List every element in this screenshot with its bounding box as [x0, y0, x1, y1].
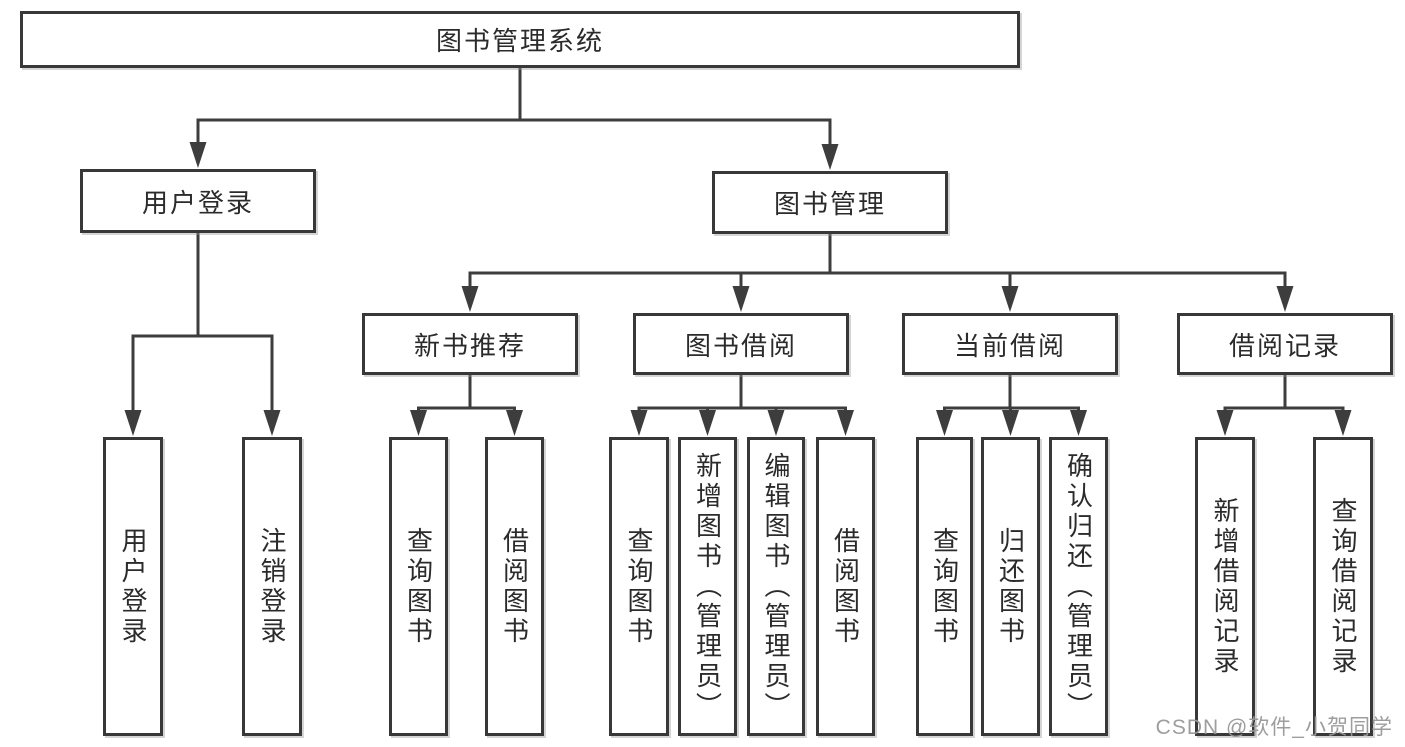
node-leaf-current-query-books: 查询图书 [916, 437, 973, 736]
node-label: 借阅记录 [1228, 330, 1341, 361]
node-label: 新增图书（管理员） [692, 451, 723, 722]
node-label: 新书推荐 [413, 330, 526, 361]
node-label: 图书管理 [773, 189, 886, 219]
node-label: 查询图书 [403, 526, 434, 647]
node-label: 新增借阅记录 [1210, 496, 1240, 677]
node-leaf-borrowing-query-books: 查询图书 [609, 437, 669, 736]
node-label: 查询图书 [929, 526, 960, 647]
node-label: 用户登录 [118, 526, 148, 647]
node-label: 当前借阅 [953, 330, 1066, 361]
node-label: 查询借阅记录 [1328, 496, 1358, 677]
node-label: 图书借阅 [684, 330, 797, 361]
node-leaf-records-add-record: 新增借阅记录 [1195, 437, 1255, 736]
node-borrow-records: 借阅记录 [1177, 313, 1393, 375]
node-label: 图书管理系统 [435, 26, 604, 56]
node-label: 借阅图书 [830, 526, 861, 647]
node-label: 用户登录 [141, 187, 254, 218]
node-label: 确认归还（管理员） [1063, 451, 1094, 722]
node-leaf-current-return-books: 归还图书 [981, 437, 1040, 736]
node-leaf-recommend-borrow-books: 借阅图书 [485, 437, 544, 736]
watermark: CSDN @软件_小贺同学 [1155, 716, 1393, 739]
node-label: 借阅图书 [499, 526, 530, 647]
node-leaf-borrowing-edit-books-admin: 编辑图书（管理员） [747, 437, 805, 736]
node-label: 编辑图书（管理员） [761, 451, 791, 722]
node-label: 查询图书 [624, 526, 654, 647]
node-leaf-borrowing-borrow-books: 借阅图书 [816, 437, 875, 736]
node-leaf-current-confirm-return-admin: 确认归还（管理员） [1049, 437, 1108, 736]
node-leaf-user-login: 用户登录 [103, 437, 163, 736]
node-leaf-logout: 注销登录 [242, 437, 302, 736]
node-leaf-borrowing-add-books-admin: 新增图书（管理员） [678, 437, 737, 736]
node-book-borrowing: 图书借阅 [633, 313, 849, 375]
node-user-login: 用户登录 [80, 169, 316, 233]
node-new-book-recommend: 新书推荐 [362, 313, 578, 375]
node-label: 归还图书 [995, 526, 1026, 647]
node-label: 注销登录 [257, 526, 287, 647]
node-leaf-records-query-record: 查询借阅记录 [1313, 437, 1373, 736]
node-library-system: 图书管理系统 [20, 11, 1020, 68]
node-leaf-recommend-query-books: 查询图书 [389, 437, 448, 736]
node-book-management: 图书管理 [712, 171, 948, 234]
node-current-borrowing: 当前借阅 [902, 313, 1118, 375]
